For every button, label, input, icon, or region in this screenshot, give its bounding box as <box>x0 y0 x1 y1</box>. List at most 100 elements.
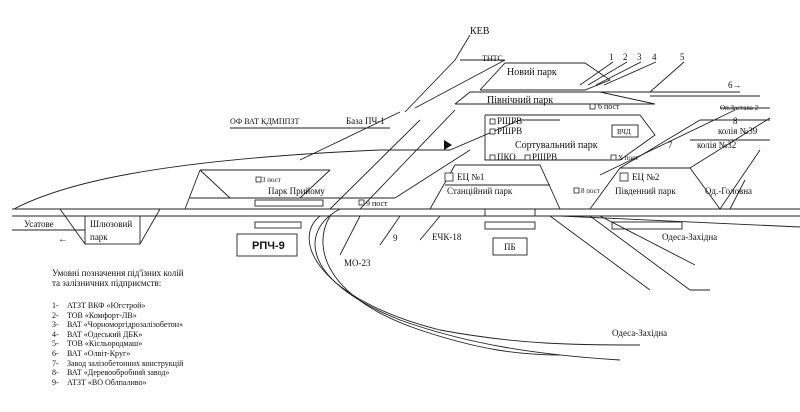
post8-marker <box>573 187 580 194</box>
label-of-vat: ОФ ВАТ КДМППЗТ <box>230 117 299 126</box>
legend-item: 5- ТОВ «Кісльородмаш» <box>52 339 312 349</box>
legend-item-number: 5- <box>52 339 59 349</box>
siding-1 <box>579 61 614 86</box>
pb-box <box>492 237 528 256</box>
legend-item-number: 8- <box>52 368 59 378</box>
label-shliuzovyi: Шлюзовий <box>90 219 132 229</box>
od-holovna-branch-2 <box>729 179 746 210</box>
label-n5: 5 <box>680 52 685 62</box>
legend-item-text: ТОВ «Кісльородмаш» <box>67 339 143 349</box>
post9-marker <box>358 199 365 206</box>
thts-track-2 <box>414 59 506 109</box>
label-arrow6: 6→ <box>728 80 742 90</box>
curve-lower-1 <box>314 208 621 361</box>
rpch9-box <box>236 233 298 257</box>
label-rshrv-mid: РШРВ <box>497 126 522 136</box>
legend-item-number: 1- <box>52 301 59 310</box>
ec1-marker <box>444 172 454 182</box>
label-kolia32: колія №32 <box>697 140 736 150</box>
track-box-1 <box>254 221 302 229</box>
vchd-box <box>611 124 639 138</box>
post6-marker <box>589 103 596 110</box>
legend-item-text: Завод залізобетонних конструкцій <box>67 358 184 368</box>
branch-9 <box>379 215 401 246</box>
track-box-4 <box>611 221 683 230</box>
label-sortuvalnyi-park: Сортувальний парк <box>515 140 598 151</box>
station-park-outline <box>429 164 561 210</box>
track-box-2 <box>484 208 536 217</box>
label-n3: 3 <box>637 52 642 62</box>
reception-box <box>254 199 324 207</box>
label-park: парк <box>90 232 108 242</box>
label-rshrv-bot: РШРВ <box>532 152 557 162</box>
siding-3 <box>595 61 642 86</box>
kev-branch <box>404 34 471 113</box>
branch-mo23 <box>339 215 361 256</box>
sorting-exit-1 <box>359 109 456 210</box>
legend-item-number: 7- <box>52 358 59 368</box>
label-od-holovna: Од.-Головна <box>705 186 752 196</box>
track-odesa-west <box>559 215 800 228</box>
right-branch-3 <box>689 117 771 169</box>
label-ec1: ЕЦ №1 <box>457 172 484 182</box>
curve-lower-3 <box>322 215 561 356</box>
legend-item-text: АТЗТ ВКФ «Югстрой» <box>67 301 146 310</box>
branch-odesa-z2 <box>589 215 691 291</box>
rshrv-mid-marker <box>489 128 496 135</box>
label-pivnichnyi-park: Північний парк <box>487 95 553 106</box>
arrow-left-icon: ← <box>58 234 68 245</box>
legend-item-text: ВАТ «Олвіт-Круг» <box>67 348 131 358</box>
label-n7: 7 <box>668 140 673 150</box>
siding-4 <box>603 61 657 86</box>
label-usatove: Усатове <box>24 219 54 229</box>
novyi-park-outline <box>479 62 611 91</box>
label-thts: ТНТС <box>482 54 503 63</box>
label-rshrv-top: РШРВ <box>497 116 522 126</box>
label-ec2: ЕЦ №2 <box>632 172 659 182</box>
label-kev: КЕВ <box>470 26 490 37</box>
label-park-pryiomu: Парк Прийому <box>268 186 325 196</box>
reception-park-left <box>199 169 231 199</box>
branch-odesa-z3 <box>599 215 696 266</box>
siding-5 <box>649 61 685 93</box>
label-post10: Х пост <box>618 154 638 162</box>
legend-item-text: АТЗТ «ВО Облпаливо» <box>67 377 147 387</box>
track-box-3 <box>484 221 536 230</box>
legend-item-number: 2- <box>52 310 59 320</box>
legend-item: 9- АТЗТ «ВО Облпаливо» <box>52 378 312 388</box>
label-odesa-zakhidna-2: Одеса-Західна <box>612 328 667 338</box>
label-kolia39: колія №39 <box>718 126 758 136</box>
label-stantsiinyi-park: Станційний парк <box>447 186 513 196</box>
legend-item: 3-ВАТ «Чорноморгідрозалізобетон» <box>52 320 312 330</box>
label-odesa-zakhidna-1: Одеса-Західна <box>662 232 717 242</box>
legend-item: 2-ТОВ «Комфорт-ЛВ» <box>52 311 312 321</box>
legend: Умовні позначення під'їзних колій та зал… <box>52 268 312 387</box>
branch-odesa-z <box>549 215 651 291</box>
label-pb: ПБ <box>504 242 516 252</box>
label-post8: 8 пост <box>581 187 600 195</box>
rshrv-bot-marker <box>524 154 531 161</box>
line-of-vat <box>299 111 401 161</box>
legend-title: Умовні позначення під'їзних колій та зал… <box>52 268 184 288</box>
od-holovna-branch <box>719 149 761 210</box>
reception-track-a <box>184 169 201 210</box>
pivnichnyi-park-outline <box>454 91 656 105</box>
curve-lower-2 <box>308 215 641 346</box>
legend-item-number: 9- <box>52 377 59 387</box>
hump-marker <box>444 140 452 150</box>
legend-item-text: ВАТ «Одеський ДБК» <box>67 329 143 339</box>
label-mo23: МО-23 <box>344 258 371 268</box>
rshrv-top-marker <box>489 118 496 125</box>
label-op-zastava: Оп.Застава 2 <box>720 104 759 112</box>
label-n9: 9 <box>393 233 398 243</box>
reception-park-outline <box>13 119 560 210</box>
sortuvalnyi-park-outline <box>484 114 656 161</box>
legend-item: 1- АТЗТ ВКФ «Югстрой» <box>52 301 312 311</box>
label-novyi-park: Новий парк <box>507 67 557 78</box>
label-n1: 1 <box>609 52 614 62</box>
label-pko: ПКО <box>497 152 516 162</box>
label-n4: 4 <box>652 52 657 62</box>
legend-item: 6- ВАТ «Олвіт-Круг» <box>52 349 312 359</box>
legend-item-number: 6- <box>52 348 59 358</box>
sorting-exit-2 <box>329 119 421 210</box>
